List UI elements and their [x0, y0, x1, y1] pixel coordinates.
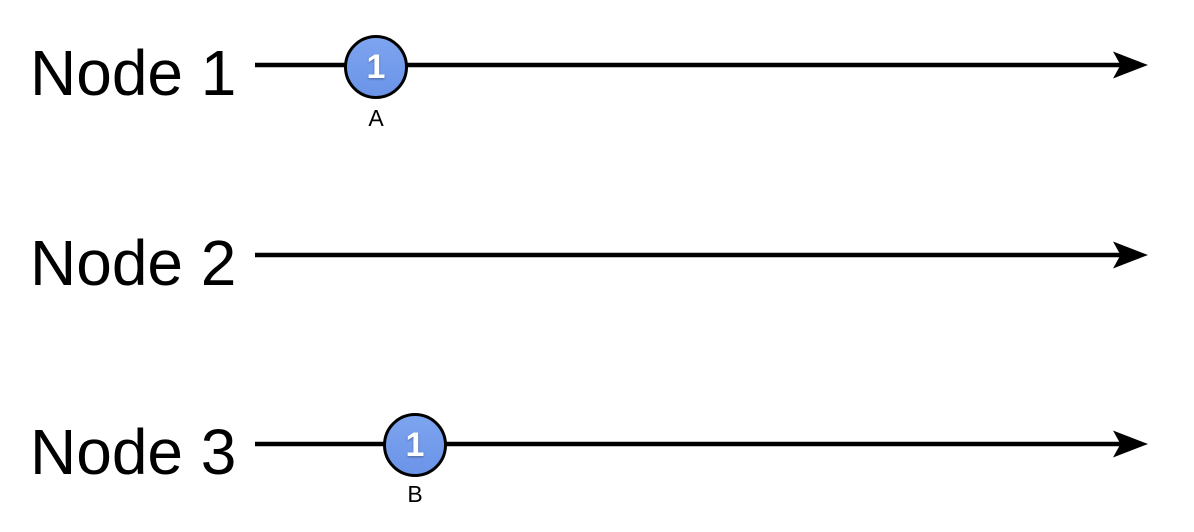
node-label-1: Node 1	[30, 37, 237, 109]
event-label-b: B	[407, 481, 423, 507]
event-value: 1	[405, 426, 425, 464]
event-circle-a: 1	[344, 35, 408, 99]
arrowhead-icon	[1113, 51, 1148, 79]
timeline-arrow-2	[255, 241, 1148, 269]
event-label-a: A	[368, 105, 384, 131]
event-value: 1	[366, 48, 386, 86]
node-label-2: Node 2	[30, 227, 237, 299]
node-label-3: Node 3	[30, 416, 237, 488]
arrowhead-icon	[1113, 241, 1148, 269]
arrowhead-icon	[1113, 430, 1148, 458]
event-circle-b: 1	[383, 413, 447, 477]
